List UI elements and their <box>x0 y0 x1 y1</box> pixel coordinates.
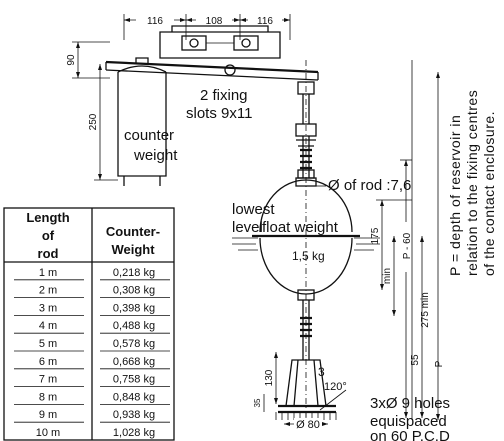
table-row: 7 m 0,758 kg <box>14 374 170 388</box>
table-cell-weight: 0,848 kg <box>113 391 155 403</box>
dim-p60-label: P - 60 <box>402 232 413 259</box>
table-row: 9 m 0,938 kg <box>14 409 170 423</box>
counterweight-table: Length of rod Counter- Weight <box>3 207 175 441</box>
dim-275-min-label: 275 min <box>420 292 431 328</box>
table-cell-length: 3 m <box>39 302 57 314</box>
table-header-weight-2: Weight <box>111 242 155 257</box>
counter-label-line1: counter <box>124 127 174 144</box>
table-header-length-2: of <box>42 228 55 243</box>
table-row: 2 m 0,308 kg <box>14 285 170 299</box>
vertical-note-line1: P = depth of reservoir in <box>447 115 463 276</box>
table-header-weight-1: Counter- <box>106 224 160 239</box>
table-row: 10 m 1,028 kg <box>36 427 155 439</box>
table-cell-weight: 0,758 kg <box>113 374 155 386</box>
dim-116-left: 116 <box>147 16 163 27</box>
table-rows: 1 m 0,218 kg 2 m 0,308 kg 3 m 0,398 kg 4 m 0,48… <box>14 267 170 439</box>
table-cell-length: 5 m <box>39 338 57 350</box>
float-weight-label: float weight <box>262 219 339 236</box>
dim-175-label: 175 <box>370 227 381 244</box>
dim-116-right: 116 <box>257 16 273 27</box>
table-cell-weight: 0,668 kg <box>113 356 155 368</box>
dim-250: 250 <box>88 64 118 181</box>
table-cell-length: 1 m <box>39 267 57 279</box>
dim-base-dia-label: Ø 80 <box>296 419 320 431</box>
table-header-length-3: rod <box>38 246 59 261</box>
float-mass-label: 1,5 kg <box>292 249 325 263</box>
counter-weight <box>117 57 167 186</box>
dim-130-label: 130 <box>264 369 275 386</box>
holes-line2: equispaced <box>370 413 447 430</box>
dim-35-label: 35 <box>253 398 262 407</box>
table-cell-length: 9 m <box>39 409 57 421</box>
table-row: 6 m 0,668 kg <box>14 356 170 370</box>
dim-p-label: P <box>434 360 445 367</box>
counter-label-line2: weight <box>133 147 178 164</box>
table-cell-length: 8 m <box>39 391 57 403</box>
dim-90: 90 <box>66 41 110 79</box>
table-cell-weight: 1,028 kg <box>113 427 155 439</box>
table-cell-weight: 0,578 kg <box>113 338 155 350</box>
table-cell-length: 10 m <box>36 427 60 439</box>
top-dimension: 116 108 116 <box>123 14 291 40</box>
table-header-length-1: Length <box>26 210 69 225</box>
dims-right: 175 min P - 60 275 min 55 P <box>370 60 445 420</box>
lowest-level-line1: lowest <box>232 201 275 218</box>
vertical-note-line2: relation to the fixing centres <box>464 90 480 276</box>
table-cell-weight: 0,308 kg <box>113 285 155 297</box>
dim-3-label: 3 <box>318 365 325 379</box>
table-cell-length: 7 m <box>39 374 57 386</box>
rod-base <box>275 300 337 420</box>
table-cell-weight: 0,218 kg <box>113 267 155 279</box>
water-level <box>232 237 380 251</box>
contact-enclosure <box>105 25 319 81</box>
table-row: 4 m 0,488 kg <box>14 320 170 334</box>
fixing-slots-line1: 2 fixing <box>200 87 248 104</box>
lowest-level-line2: level <box>232 219 263 236</box>
fixing-slots-line2: slots 9x11 <box>186 105 252 122</box>
table-cell-weight: 0,398 kg <box>113 302 155 314</box>
table-cell-weight: 0,488 kg <box>113 320 155 332</box>
table-row: 8 m 0,848 kg <box>14 391 170 405</box>
table-row: 1 m 0,218 kg <box>14 267 170 281</box>
dim-130: 130 <box>264 352 278 404</box>
holes-line1: 3xØ 9 holes <box>370 395 450 412</box>
dim-108: 108 <box>206 16 223 27</box>
table-row: 5 m 0,578 kg <box>14 338 170 352</box>
dim-base-dia: Ø 80 <box>284 418 328 431</box>
dim-90-label: 90 <box>66 54 77 66</box>
angle-label: 120° <box>324 381 347 393</box>
dim-55-label: 55 <box>410 354 421 366</box>
float <box>252 177 360 301</box>
rod-assembly <box>295 60 317 425</box>
dim-35: 35 <box>253 394 265 412</box>
table-row: 3 m 0,398 kg <box>14 302 170 316</box>
holes-line3: on 60 P.C.D <box>370 428 450 441</box>
dim-250-label: 250 <box>88 113 99 130</box>
dim-min-label: min <box>382 268 393 284</box>
rod-diameter-label: Ø of rod :7,6 <box>328 177 411 194</box>
table-cell-weight: 0,938 kg <box>113 409 155 421</box>
table-cell-length: 2 m <box>39 285 57 297</box>
table-cell-length: 4 m <box>39 320 57 332</box>
vertical-note-line3: of the contact enclosure. <box>481 111 497 276</box>
table-cell-length: 6 m <box>39 356 57 368</box>
